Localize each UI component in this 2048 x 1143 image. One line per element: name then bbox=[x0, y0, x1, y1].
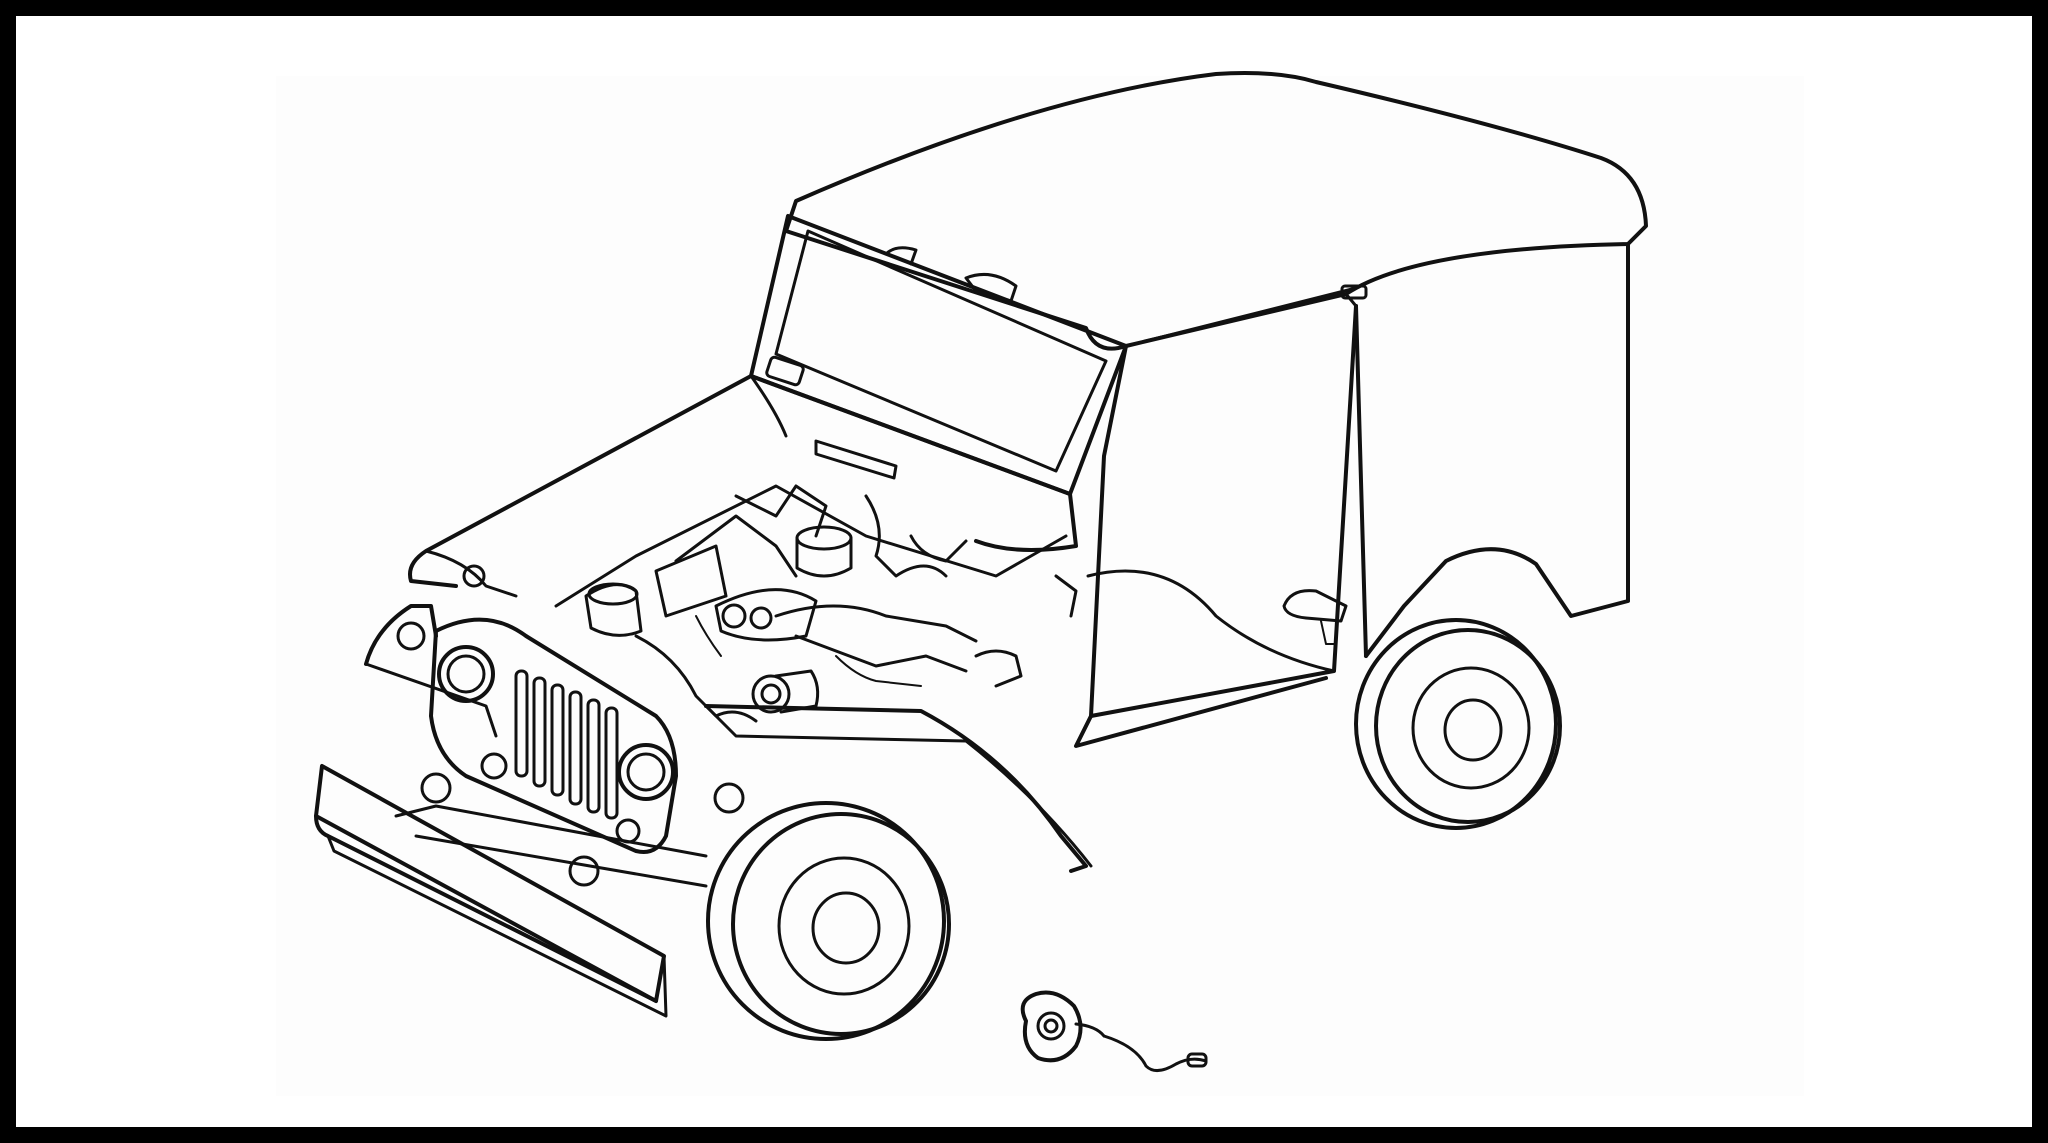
jeep-illustration bbox=[314, 71, 1648, 1072]
rear-wheel bbox=[1354, 618, 1562, 830]
hood bbox=[364, 374, 1093, 873]
body-side bbox=[1074, 242, 1630, 748]
grille-slots bbox=[514, 669, 619, 820]
engine-bay bbox=[554, 484, 1078, 723]
headlight-left bbox=[437, 645, 495, 703]
alternator bbox=[751, 669, 820, 714]
bumper bbox=[314, 764, 708, 1018]
headlight-right bbox=[617, 743, 675, 801]
detached-component bbox=[1020, 990, 1208, 1072]
image-frame bbox=[16, 16, 2032, 1127]
front-wheel bbox=[706, 801, 951, 1041]
grille bbox=[396, 617, 745, 854]
air-cleaner bbox=[795, 525, 853, 578]
roof bbox=[784, 71, 1648, 351]
windshield bbox=[749, 214, 1128, 496]
